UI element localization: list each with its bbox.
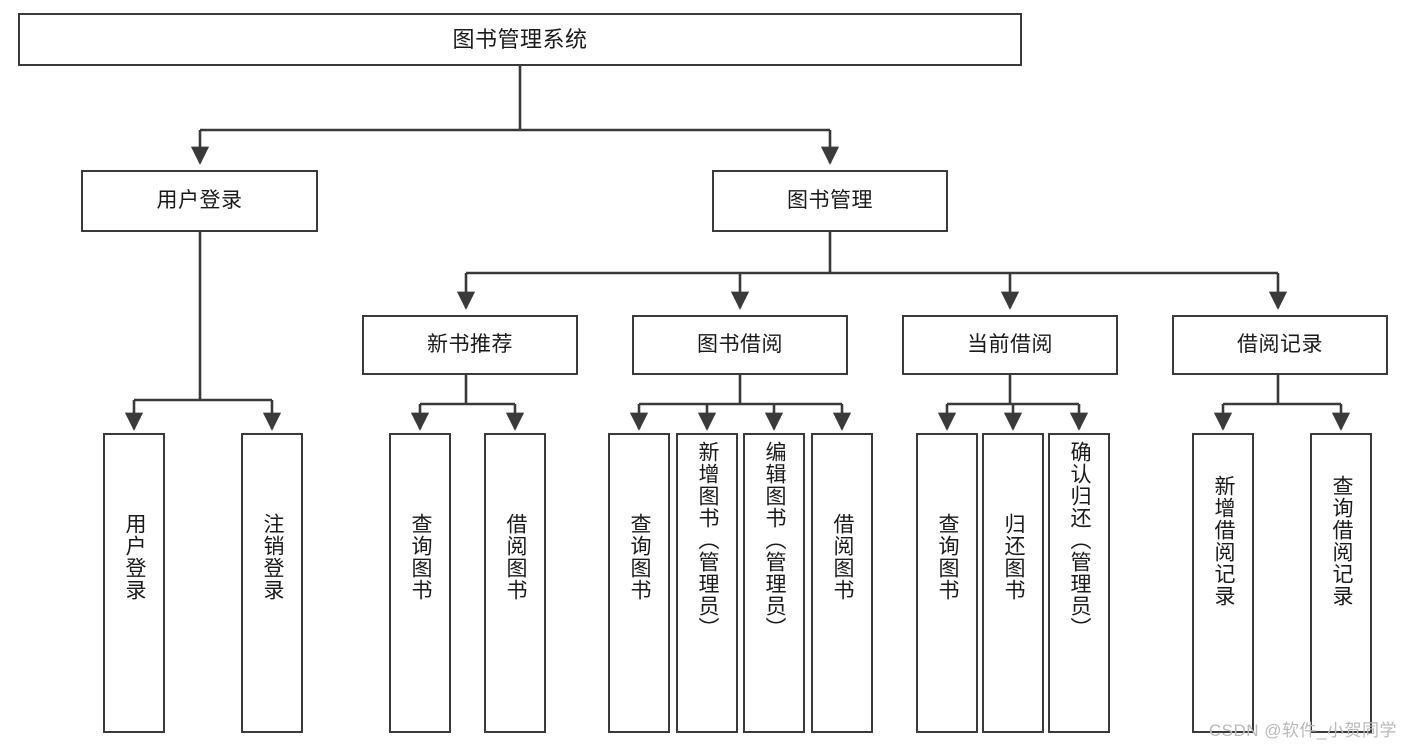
node-leaf-query-record[interactable]: 查询借阅记录 — [1310, 433, 1372, 733]
node-borrow-record[interactable]: 借阅记录 — [1172, 315, 1388, 375]
node-label: 编辑图书（管理员） — [763, 441, 787, 639]
node-leaf-borrow-book-1[interactable]: 借阅图书 — [484, 433, 546, 733]
node-leaf-user-login[interactable]: 用户登录 — [103, 433, 165, 733]
node-label: 查询图书 — [936, 513, 960, 601]
node-book-borrow[interactable]: 图书借阅 — [632, 315, 848, 375]
node-label: 确认归还（管理员） — [1068, 441, 1092, 639]
node-label: 新增借阅记录 — [1212, 475, 1236, 607]
node-label: 图书借阅 — [697, 332, 783, 356]
node-label: 用户登录 — [156, 188, 243, 212]
node-leaf-return-book[interactable]: 归还图书 — [982, 433, 1044, 733]
node-label: 新增图书（管理员） — [696, 441, 720, 639]
node-label: 图书管理 — [787, 188, 873, 212]
node-leaf-confirm-return[interactable]: 确认归还（管理员） — [1048, 433, 1110, 733]
csdn-watermark: CSDN @软件_小贺同学 — [1208, 721, 1397, 740]
node-leaf-logout-login[interactable]: 注销登录 — [241, 433, 303, 733]
node-leaf-add-book[interactable]: 新增图书（管理员） — [676, 433, 738, 733]
node-label: 新书推荐 — [427, 332, 513, 356]
node-label: 图书管理系统 — [452, 26, 588, 52]
node-book-management[interactable]: 图书管理 — [712, 170, 948, 232]
node-label: 归还图书 — [1002, 513, 1026, 601]
node-label: 借阅记录 — [1237, 332, 1323, 356]
node-label: 查询图书 — [409, 513, 433, 601]
node-label: 查询借阅记录 — [1330, 475, 1354, 607]
node-leaf-borrow-book-2[interactable]: 借阅图书 — [811, 433, 873, 733]
node-label: 查询图书 — [628, 513, 652, 601]
node-label: 借阅图书 — [831, 513, 855, 601]
node-leaf-query-book-1[interactable]: 查询图书 — [389, 433, 451, 733]
node-leaf-query-book-2[interactable]: 查询图书 — [608, 433, 670, 733]
node-leaf-edit-book[interactable]: 编辑图书（管理员） — [743, 433, 805, 733]
node-leaf-query-book-3[interactable]: 查询图书 — [916, 433, 978, 733]
node-root-book-management-system[interactable]: 图书管理系统 — [18, 13, 1022, 66]
node-label: 用户登录 — [123, 513, 147, 601]
node-label: 当前借阅 — [967, 332, 1053, 356]
node-leaf-add-record[interactable]: 新增借阅记录 — [1192, 433, 1254, 733]
node-user-login[interactable]: 用户登录 — [81, 170, 318, 232]
node-label: 注销登录 — [261, 513, 285, 601]
node-current-borrow[interactable]: 当前借阅 — [902, 315, 1118, 375]
node-label: 借阅图书 — [504, 513, 528, 601]
node-new-book-recommend[interactable]: 新书推荐 — [362, 315, 578, 375]
